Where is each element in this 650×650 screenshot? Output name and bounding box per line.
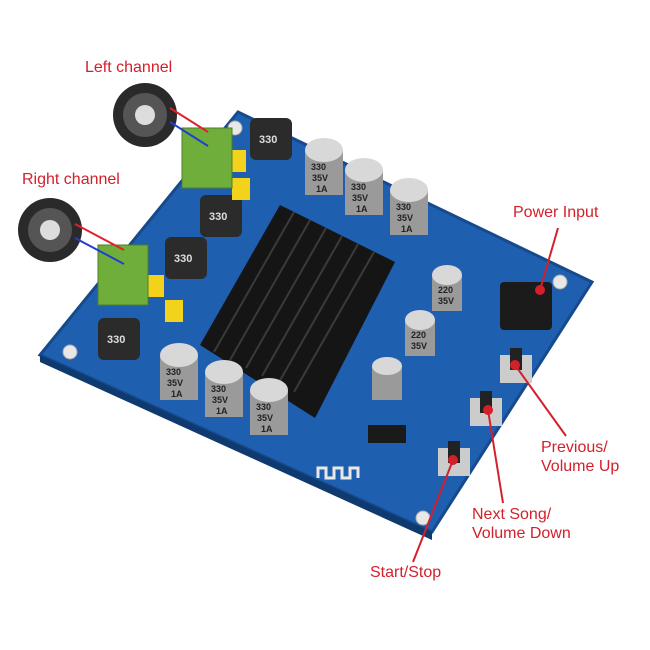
bluetooth-antenna-trace [316,466,360,480]
svg-text:1A: 1A [216,406,228,416]
ic-chip [368,425,406,443]
mounting-holes [62,120,568,526]
left-speaker-icon [113,83,177,147]
svg-text:1A: 1A [261,424,273,434]
svg-text:35V: 35V [312,173,328,183]
right-channel-label: Right channel [22,171,120,188]
svg-text:1A: 1A [171,389,183,399]
inductors: 330 330 330 330 [98,118,292,360]
next-volume-down-label: Next Song/ Volume Down [472,505,571,543]
svg-text:330: 330 [209,211,227,223]
pcb-edge [40,355,432,540]
svg-text:1A: 1A [401,224,413,234]
next-label-line1: Next Song/ [472,506,552,523]
right-speaker-icon [18,198,82,262]
svg-text:35V: 35V [352,193,368,203]
svg-text:35V: 35V [212,395,228,405]
svg-text:220: 220 [438,285,453,295]
previous-volume-up-label: Previous/ Volume Up [541,438,619,476]
heatsink [200,205,395,418]
svg-text:330: 330 [351,182,366,192]
svg-text:330: 330 [256,402,271,412]
svg-text:330: 330 [259,134,277,146]
svg-text:220: 220 [411,330,426,340]
speaker-wires [74,107,209,265]
svg-text:330: 330 [174,253,192,265]
svg-text:330: 330 [396,202,411,212]
svg-text:35V: 35V [438,296,454,306]
svg-text:35V: 35V [411,341,427,351]
previous-label-line2: Volume Up [541,458,620,475]
next-label-line2: Volume Down [472,525,571,542]
previous-label-line1: Previous/ [541,439,608,456]
svg-text:35V: 35V [257,413,273,423]
svg-text:35V: 35V [397,213,413,223]
svg-text:1A: 1A [316,184,328,194]
start-stop-label: Start/Stop [370,564,442,581]
left-channel-label: Left channel [85,59,173,76]
svg-text:1A: 1A [356,204,368,214]
power-input-label: Power Input [513,204,599,221]
svg-text:330: 330 [311,162,326,172]
film-capacitors [146,150,250,322]
svg-text:35V: 35V [167,378,183,388]
annotation-leaders [412,227,567,563]
svg-text:330: 330 [107,334,125,346]
svg-text:330: 330 [211,384,226,394]
svg-text:330: 330 [166,367,181,377]
